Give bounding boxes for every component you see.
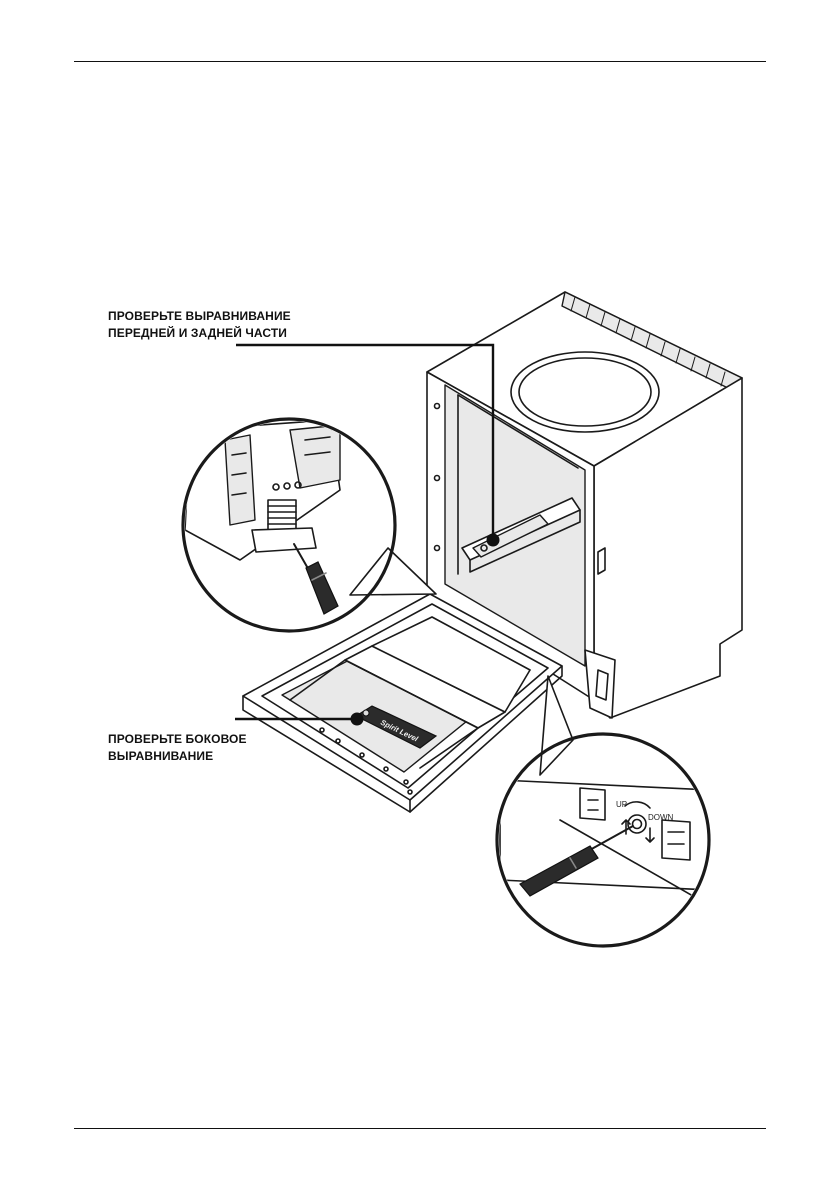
footer-rule	[74, 1128, 766, 1129]
leader-front-back	[236, 343, 495, 540]
adjuster-down-label: DOWN	[648, 813, 674, 822]
magnifier-leveling-foot	[181, 417, 437, 633]
callout-side-line1: ПРОВЕРЬТЕ БОКОВОЕ	[108, 732, 247, 746]
open-door: Spirit Level	[242, 593, 563, 813]
callout-front-back-line2: ПЕРЕДНЕЙ И ЗАДНЕЙ ЧАСТИ	[108, 326, 288, 340]
callout-front-back-level: ПРОВЕРЬТЕ ВЫРАВНИВАНИЕ ПЕРЕДНЕЙ И ЗАДНЕЙ…	[108, 308, 291, 342]
foot-screwdriver	[293, 543, 339, 615]
callout-front-back-line1: ПРОВЕРЬТЕ ВЫРАВНИВАНИЕ	[108, 309, 291, 323]
callout-side-line2: ВЫРАВНИВАНИЕ	[108, 749, 214, 763]
leader-front-back-dot	[486, 533, 500, 547]
magnifier-hinge-adjuster: UP DOWN	[495, 675, 711, 948]
callout-side-level: ПРОВЕРЬТЕ БОКОВОЕ ВЫРАВНИВАНИЕ	[108, 731, 247, 765]
insulation-strip	[561, 291, 743, 393]
leader-side-dot	[350, 712, 364, 726]
tub-top-circle	[510, 351, 660, 433]
hinge-screwdriver	[519, 825, 634, 897]
callout-leaders	[235, 343, 500, 726]
adjuster-up-label: UP	[616, 800, 627, 809]
rail-spirit-level	[472, 514, 549, 558]
header-rule	[74, 61, 766, 62]
